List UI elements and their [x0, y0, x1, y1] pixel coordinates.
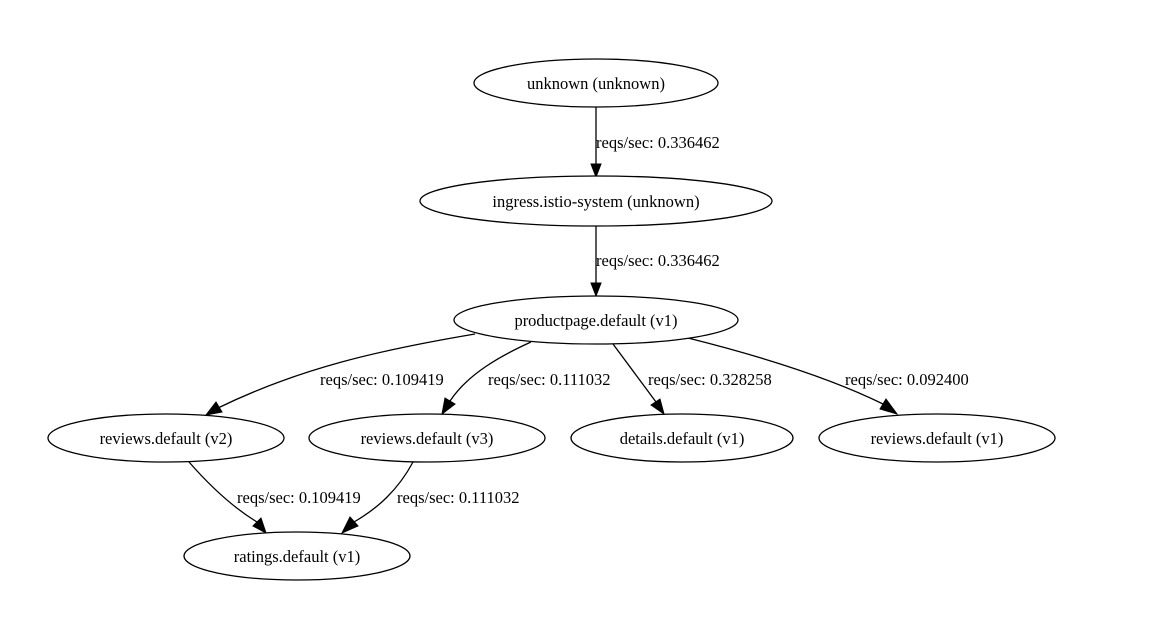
arrowhead-icon [590, 163, 602, 179]
edge-line [217, 333, 476, 409]
node-reviews-v1[interactable]: reviews.default (v1) [818, 413, 1056, 463]
node-label: productpage.default (v1) [514, 311, 677, 330]
edge-line [353, 461, 414, 523]
arrowhead-icon [252, 517, 267, 535]
node-unknown[interactable]: unknown (unknown) [473, 58, 719, 108]
node-label: reviews.default (v2) [100, 429, 233, 448]
arrowhead-icon [590, 282, 602, 298]
node-label: details.default (v1) [620, 429, 745, 448]
edge-productpage-to-reviews-v1: reqs/sec: 0.092400 [687, 337, 969, 415]
node-reviews-v3[interactable]: reviews.default (v3) [308, 413, 546, 463]
edge-label: reqs/sec: 0.336462 [596, 133, 720, 152]
arrowhead-icon [650, 398, 665, 416]
edge-productpage-to-details-v1: reqs/sec: 0.328258 [612, 343, 772, 416]
edge-label: reqs/sec: 0.111032 [397, 488, 520, 507]
arrowhead-icon [204, 401, 223, 416]
node-label: ingress.istio-system (unknown) [492, 192, 699, 211]
arrowhead-icon [441, 397, 456, 416]
edge-label: reqs/sec: 0.328258 [648, 370, 772, 389]
node-ingress[interactable]: ingress.istio-system (unknown) [419, 175, 773, 227]
edge-reviews-v3-to-ratings-v1: reqs/sec: 0.111032 [340, 461, 520, 535]
node-label: reviews.default (v1) [871, 429, 1004, 448]
edge-line [188, 461, 258, 523]
arrowhead-icon [879, 398, 899, 415]
node-reviews-v2[interactable]: reviews.default (v2) [47, 413, 285, 463]
edge-line [687, 337, 884, 405]
node-productpage[interactable]: productpage.default (v1) [453, 295, 739, 345]
node-details-v1[interactable]: details.default (v1) [570, 413, 794, 463]
edge-label: reqs/sec: 0.109419 [320, 370, 444, 389]
node-label: ratings.default (v1) [234, 547, 360, 566]
arrowhead-icon [340, 516, 359, 535]
node-ratings-v1[interactable]: ratings.default (v1) [183, 531, 411, 581]
edge-label: reqs/sec: 0.111032 [488, 370, 611, 389]
edge-line [449, 341, 532, 402]
edge-productpage-to-reviews-v2: reqs/sec: 0.109419 [204, 333, 476, 416]
edge-unknown-to-ingress: reqs/sec: 0.336462 [590, 107, 720, 179]
edge-line [612, 343, 657, 403]
node-label: reviews.default (v3) [361, 429, 494, 448]
node-label: unknown (unknown) [527, 74, 665, 93]
edge-reviews-v2-to-ratings-v1: reqs/sec: 0.109419 [188, 461, 361, 535]
edge-label: reqs/sec: 0.092400 [845, 370, 969, 389]
edge-ingress-to-productpage: reqs/sec: 0.336462 [590, 226, 720, 298]
edge-productpage-to-reviews-v3: reqs/sec: 0.111032 [441, 341, 611, 416]
edge-label: reqs/sec: 0.109419 [237, 488, 361, 507]
edge-label: reqs/sec: 0.336462 [596, 251, 720, 270]
